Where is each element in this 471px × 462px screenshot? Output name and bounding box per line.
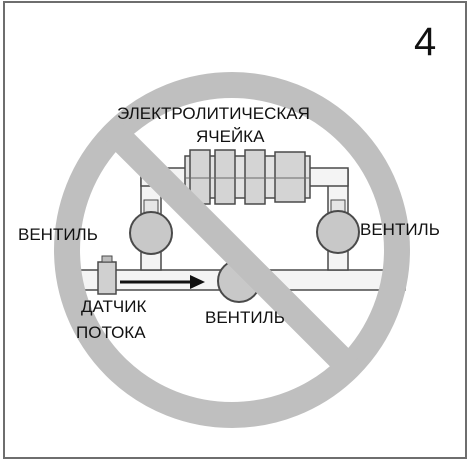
valve-bottom-label: ВЕНТИЛЬ [205,308,285,327]
flow-sensor-label-line2: ПОТОКА [76,323,146,342]
valve-left-label: ВЕНТИЛЬ [18,225,98,244]
prohibition-sign-icon [54,72,410,428]
figure-frame [3,1,467,459]
electrolytic-cell [184,149,311,205]
electrolytic-cell-label-line2: ЯЧЕЙКА [196,127,265,146]
flow-sensor-shape [97,255,117,295]
valve-right-shape [316,199,360,254]
electrolytic-cell-label-line1: ЭЛЕКТРОЛИТИЧЕСКАЯ [117,104,310,123]
flow-arrow-icon [120,275,205,289]
figure-number: 4 [414,20,437,64]
flow-sensor-label-line1: ДАТЧИК [81,297,147,316]
valve-right-label: ВЕНТИЛЬ [360,220,440,239]
valve-left-shape [129,199,173,255]
